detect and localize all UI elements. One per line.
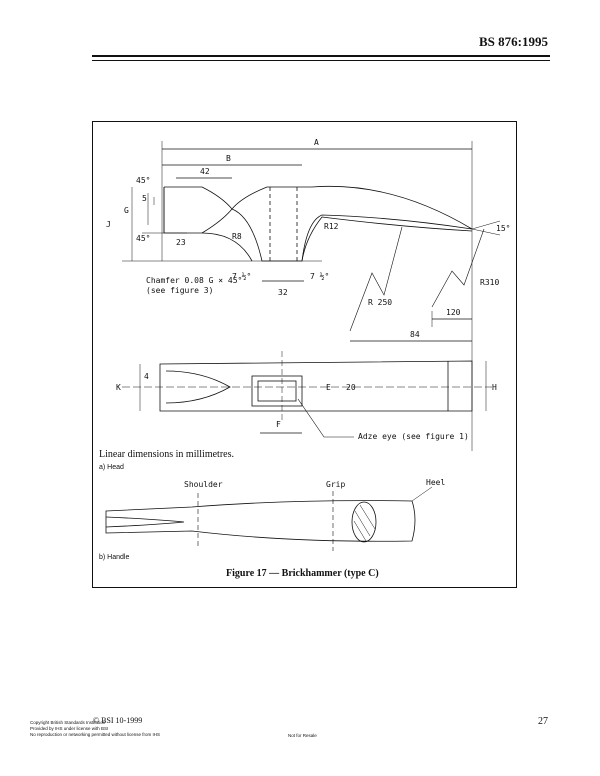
footer-line-1: Copyright British Standards Institution <box>30 720 106 725</box>
subcaption-handle: b) Handle <box>99 554 130 561</box>
footer-notice: Copyright British Standards Institution … <box>30 720 160 738</box>
resale-notice: Not for Resale <box>288 733 317 738</box>
label-20: 20 <box>346 383 356 392</box>
label-42: 42 <box>200 167 210 176</box>
label-heel: Heel <box>426 478 445 487</box>
figure-frame <box>92 121 517 588</box>
label-see-figure-3: (see figure 3) <box>146 286 213 295</box>
label-120: 120 <box>446 308 461 317</box>
label-J: J <box>106 220 111 229</box>
label-G: G <box>124 206 129 215</box>
units-note: Linear dimensions in millimetres. <box>99 449 234 460</box>
subcaption-head: a) Head <box>99 464 124 471</box>
label-H: H <box>492 383 497 392</box>
label-7half-left: 7 ½° <box>232 271 251 281</box>
figure-caption: Figure 17 — Brickhammer (type C) <box>226 568 379 579</box>
label-R310: R310 <box>480 278 499 287</box>
label-45-top: 45° <box>136 176 150 185</box>
handle-section <box>351 501 377 543</box>
label-A: A <box>314 138 319 147</box>
label-B: B <box>226 154 231 163</box>
adze-eye <box>251 375 303 407</box>
label-chamfer: Chamfer 0.08 G × 45° <box>146 276 242 285</box>
label-4: 4 <box>144 372 149 381</box>
label-R250: R 250 <box>368 298 392 307</box>
label-E: E <box>326 383 331 392</box>
label-shoulder: Shoulder <box>184 480 223 489</box>
label-grip: Grip <box>326 480 345 489</box>
label-5: 5 <box>142 194 147 203</box>
label-K: K <box>116 383 121 392</box>
handle-outline <box>105 500 416 542</box>
footer-line-2: Provided by IHS under license with BSI <box>30 726 109 731</box>
label-45-bot: 45° <box>136 234 150 243</box>
label-15deg: 15° <box>496 224 510 233</box>
head-outline <box>164 185 473 262</box>
leader-R310 <box>431 228 485 308</box>
label-7half-right: 7 ½° <box>310 271 329 281</box>
label-R8: R8 <box>232 232 242 241</box>
label-84: 84 <box>410 330 420 339</box>
header-rule <box>92 55 550 57</box>
footer-line-3: No reproduction or networking permitted … <box>30 732 161 737</box>
label-adze-eye: Adze eye (see figure 1) <box>358 432 469 441</box>
leader-R250 <box>349 226 403 332</box>
bsi-mark: © BSI 10-1999 <box>93 716 143 725</box>
head-top-outline <box>159 360 473 412</box>
standard-number: BS 876:1995 <box>479 34 548 49</box>
header-rule-thin <box>92 60 550 61</box>
label-F: F <box>276 420 281 429</box>
brickhammer-drawing: A B 42 45° G 5 J 45° 23 R8 R12 15° 7 ½° … <box>105 138 510 551</box>
label-23: 23 <box>176 238 186 247</box>
label-R12: R12 <box>324 222 339 231</box>
page-number: 27 <box>538 716 548 727</box>
label-32: 32 <box>278 288 288 297</box>
